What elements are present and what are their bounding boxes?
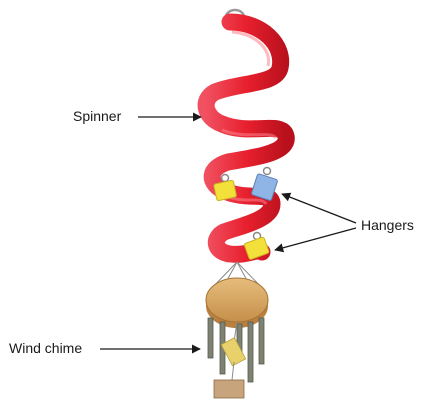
wind-chime-label: Wind chime [9, 340, 82, 356]
wind-chime-callout: Wind chime [9, 340, 200, 356]
hangers-arrow-yellow [275, 228, 356, 250]
wind-chime [206, 262, 268, 398]
hangers-callout: Hangers [275, 194, 414, 250]
spinner-callout: Spinner [73, 108, 201, 124]
hangers-label: Hangers [361, 217, 414, 233]
spinner-label: Spinner [73, 108, 122, 124]
spinner-spiral [206, 22, 286, 254]
hangers-arrow-blue [282, 194, 356, 223]
